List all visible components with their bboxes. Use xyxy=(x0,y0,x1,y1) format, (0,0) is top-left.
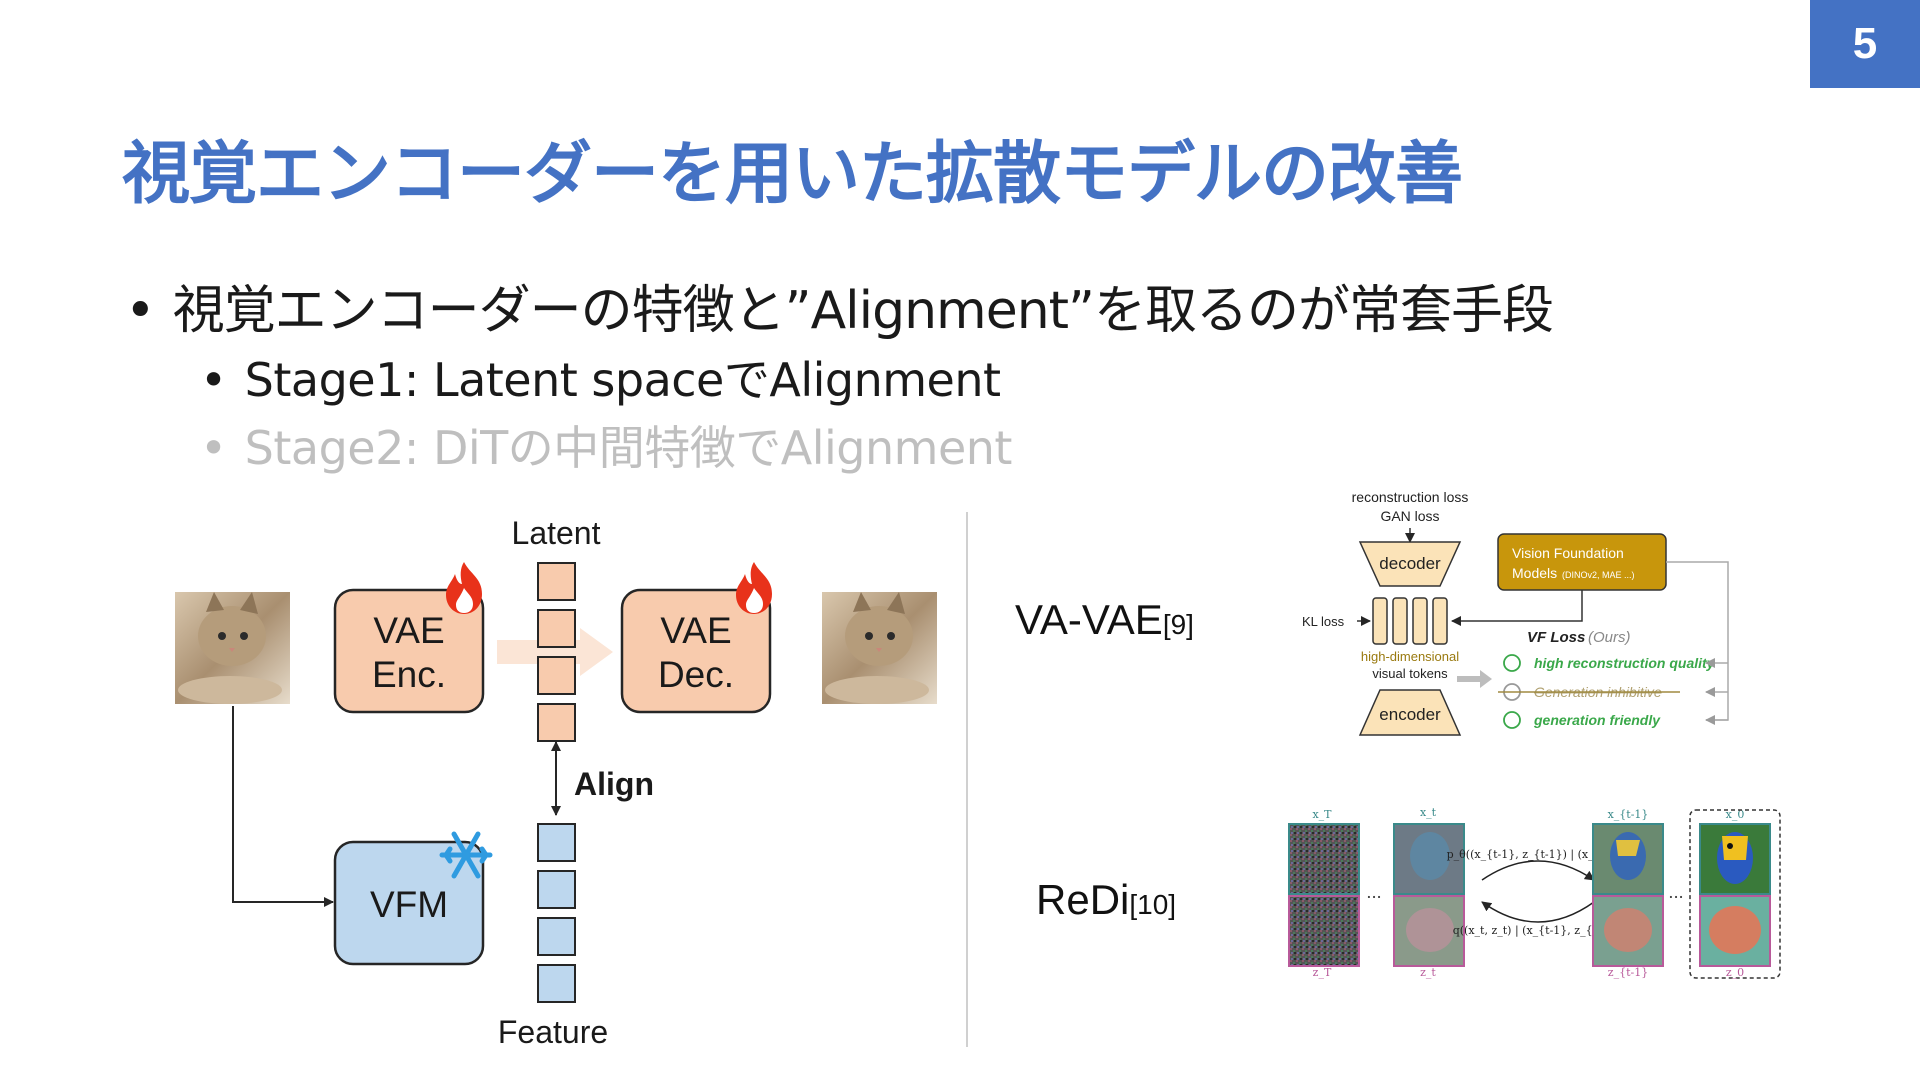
output-cat-image xyxy=(822,592,937,704)
decoder-label: decoder xyxy=(1379,554,1441,573)
redi-label-xt: x_t xyxy=(1420,806,1437,819)
feature-token xyxy=(538,965,575,1002)
redi-dots-1: ... xyxy=(1366,883,1381,902)
redi-label-zt1: z_{t-1} xyxy=(1608,966,1648,979)
redi-dots-2: ... xyxy=(1668,883,1683,902)
latent-label: Latent xyxy=(512,515,601,551)
encoder-label: encoder xyxy=(1379,705,1441,724)
align-label: Align xyxy=(574,766,654,802)
redi-label-zt: z_t xyxy=(1420,966,1436,979)
fire-icon xyxy=(736,562,772,614)
redi-name: ReDi xyxy=(1036,876,1129,923)
vfm-box-label-2: Models xyxy=(1512,565,1557,581)
tokens-label-1: high-dimensional xyxy=(1361,649,1459,664)
kl-loss-label: KL loss xyxy=(1302,614,1345,629)
feature-tokens xyxy=(538,824,575,1002)
redi-label-xt1: x_{t-1} xyxy=(1608,808,1649,821)
vf-loss-label: VF Loss xyxy=(1527,629,1585,646)
vavae-name: VA-VAE xyxy=(1015,596,1163,643)
vfm-label: VFM xyxy=(370,884,448,925)
latent-token xyxy=(538,610,575,647)
vfm-box-label-1: Vision Foundation xyxy=(1512,545,1624,561)
vae-encoder-label-2: Enc. xyxy=(372,654,446,695)
redi-citation: [10] xyxy=(1129,889,1176,920)
redi-reference-label: ReDi[10] xyxy=(1036,876,1176,924)
fire-icon xyxy=(446,562,482,614)
latent-token xyxy=(538,704,575,741)
vae-decoder-label-2: Dec. xyxy=(658,654,734,695)
vfm-box-label-small: (DINOv2, MAE ...) xyxy=(1562,570,1635,580)
vision-foundation-models-box xyxy=(1498,534,1666,590)
input-to-vfm-arrow xyxy=(233,706,333,902)
benefit-3: generation friendly xyxy=(1533,712,1661,728)
latent-token xyxy=(538,563,575,600)
feature-token xyxy=(538,824,575,861)
redi-label-xT: x_T xyxy=(1312,808,1332,821)
tokens-label-2: visual tokens xyxy=(1372,666,1448,681)
recon-loss-label: reconstruction loss xyxy=(1352,489,1469,505)
vavae-reference-label: VA-VAE[9] xyxy=(1015,596,1194,644)
gan-loss-label: GAN loss xyxy=(1380,508,1439,524)
latent-token xyxy=(538,657,575,694)
redi-label-zT: z_T xyxy=(1313,966,1332,979)
input-cat-image xyxy=(175,592,290,704)
feature-token xyxy=(538,871,575,908)
benefit-1: high reconstruction quality xyxy=(1534,655,1716,671)
feature-label: Feature xyxy=(498,1014,608,1050)
redi-figure: x_T x_t x_{t-1} x_0 ... p_θ((x_{t-1}, z_… xyxy=(1289,806,1780,979)
ours-label: (Ours) xyxy=(1588,629,1631,646)
vae-encoder-label-1: VAE xyxy=(373,610,444,651)
vavae-citation: [9] xyxy=(1163,609,1194,640)
vae-decoder-label-1: VAE xyxy=(660,610,731,651)
feature-token xyxy=(538,918,575,955)
vavae-figure: reconstruction loss GAN loss decoder KL … xyxy=(1302,489,1728,735)
redi-label-z0: z_0 xyxy=(1726,966,1744,979)
